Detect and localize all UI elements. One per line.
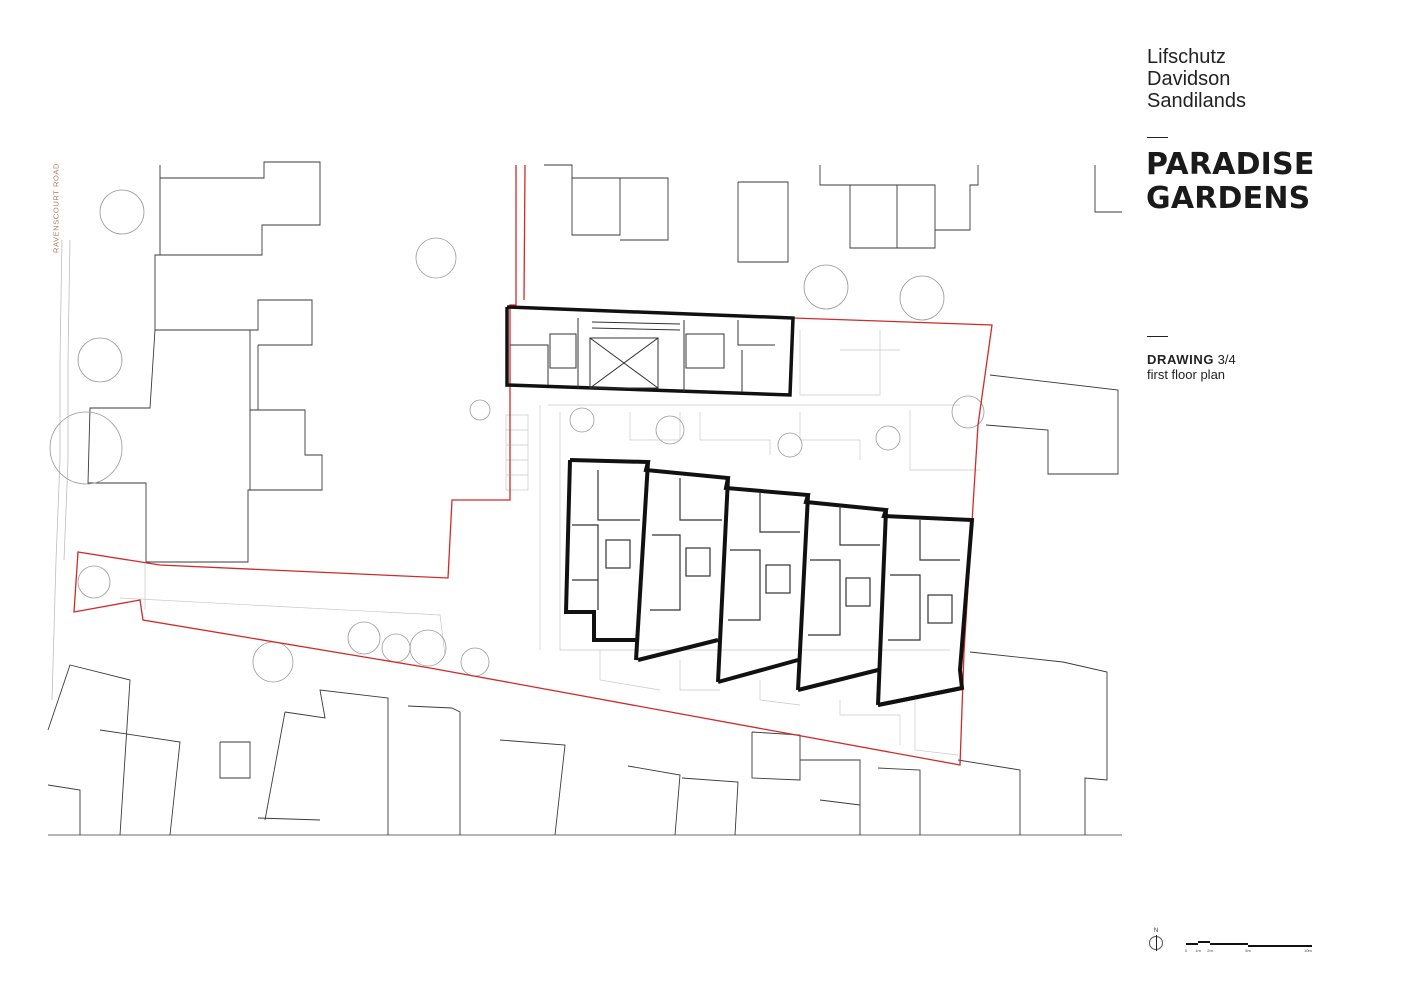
site-boundary-north [523, 164, 526, 301]
drawing-name: first floor plan [1147, 367, 1226, 382]
scale-bar: 0 1m 2m 5m 10m [1184, 938, 1312, 958]
scale-seg-4 [1248, 945, 1312, 947]
divider-2 [1147, 336, 1168, 337]
scale-label-4: 10m [1304, 948, 1312, 953]
scale-label-1: 1m [1195, 948, 1201, 953]
north-block [505, 305, 795, 397]
road-edges [51, 239, 71, 701]
drawing-number: 3/4 [1217, 352, 1236, 367]
scale-label-2: 2m [1207, 948, 1213, 953]
neighbouring-buildings [47, 161, 1122, 836]
terraced-houses [563, 458, 975, 707]
project-title-line2: GARDENS [1146, 181, 1311, 216]
architect-name: Lifschutz Davidson Sandilands [1147, 46, 1246, 112]
scale-seg-1 [1186, 943, 1198, 945]
scale-seg-2 [1198, 941, 1210, 943]
drawing-info: DRAWING 3/4 first floor plan [1147, 352, 1236, 382]
trees [49, 189, 985, 683]
drawing-label: DRAWING [1147, 352, 1215, 367]
architect-name-line1: Lifschutz [1147, 46, 1226, 68]
divider-1 [1147, 137, 1168, 138]
north-letter: N [1153, 928, 1159, 934]
north-needle [1155, 935, 1157, 951]
architect-name-line3: Sandilands [1147, 90, 1246, 112]
road-label: RAVENSCOURT ROAD [51, 162, 61, 254]
architect-name-line2: Davidson [1147, 68, 1231, 90]
landscape-lines [119, 330, 980, 756]
project-title-line1: PARADISE [1146, 147, 1315, 182]
scale-label-3: 5m [1245, 948, 1251, 953]
scale-seg-3 [1210, 943, 1248, 945]
project-title: PARADISE GARDENS [1146, 148, 1315, 216]
north-arrow-icon: N [1146, 928, 1166, 952]
scale-label-0: 0 [1184, 948, 1188, 953]
